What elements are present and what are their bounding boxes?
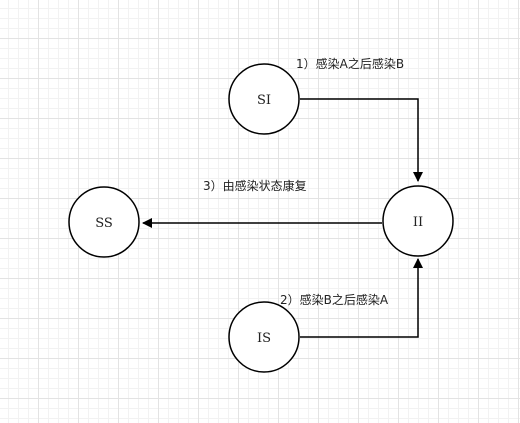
node-label-ss: SS	[95, 216, 113, 231]
node-ss[interactable]: SS	[68, 186, 140, 258]
edge-si-to-ii[interactable]	[300, 98, 423, 182]
node-label-is: IS	[257, 331, 271, 346]
node-label-si: SI	[257, 93, 271, 108]
node-label-ii: II	[413, 215, 423, 230]
node-is[interactable]: IS	[228, 301, 300, 373]
edge-label-is-to-ii: 2）感染B之后感染A	[280, 292, 389, 307]
edge-label-ii-to-ss: 3）由感染状态康复	[203, 178, 307, 193]
edge-is-to-ii[interactable]	[300, 258, 423, 338]
edge-label-si-to-ii: 1）感染A之后感染B	[296, 56, 404, 71]
node-ii[interactable]: II	[382, 185, 454, 257]
node-si[interactable]: SI	[228, 63, 300, 135]
